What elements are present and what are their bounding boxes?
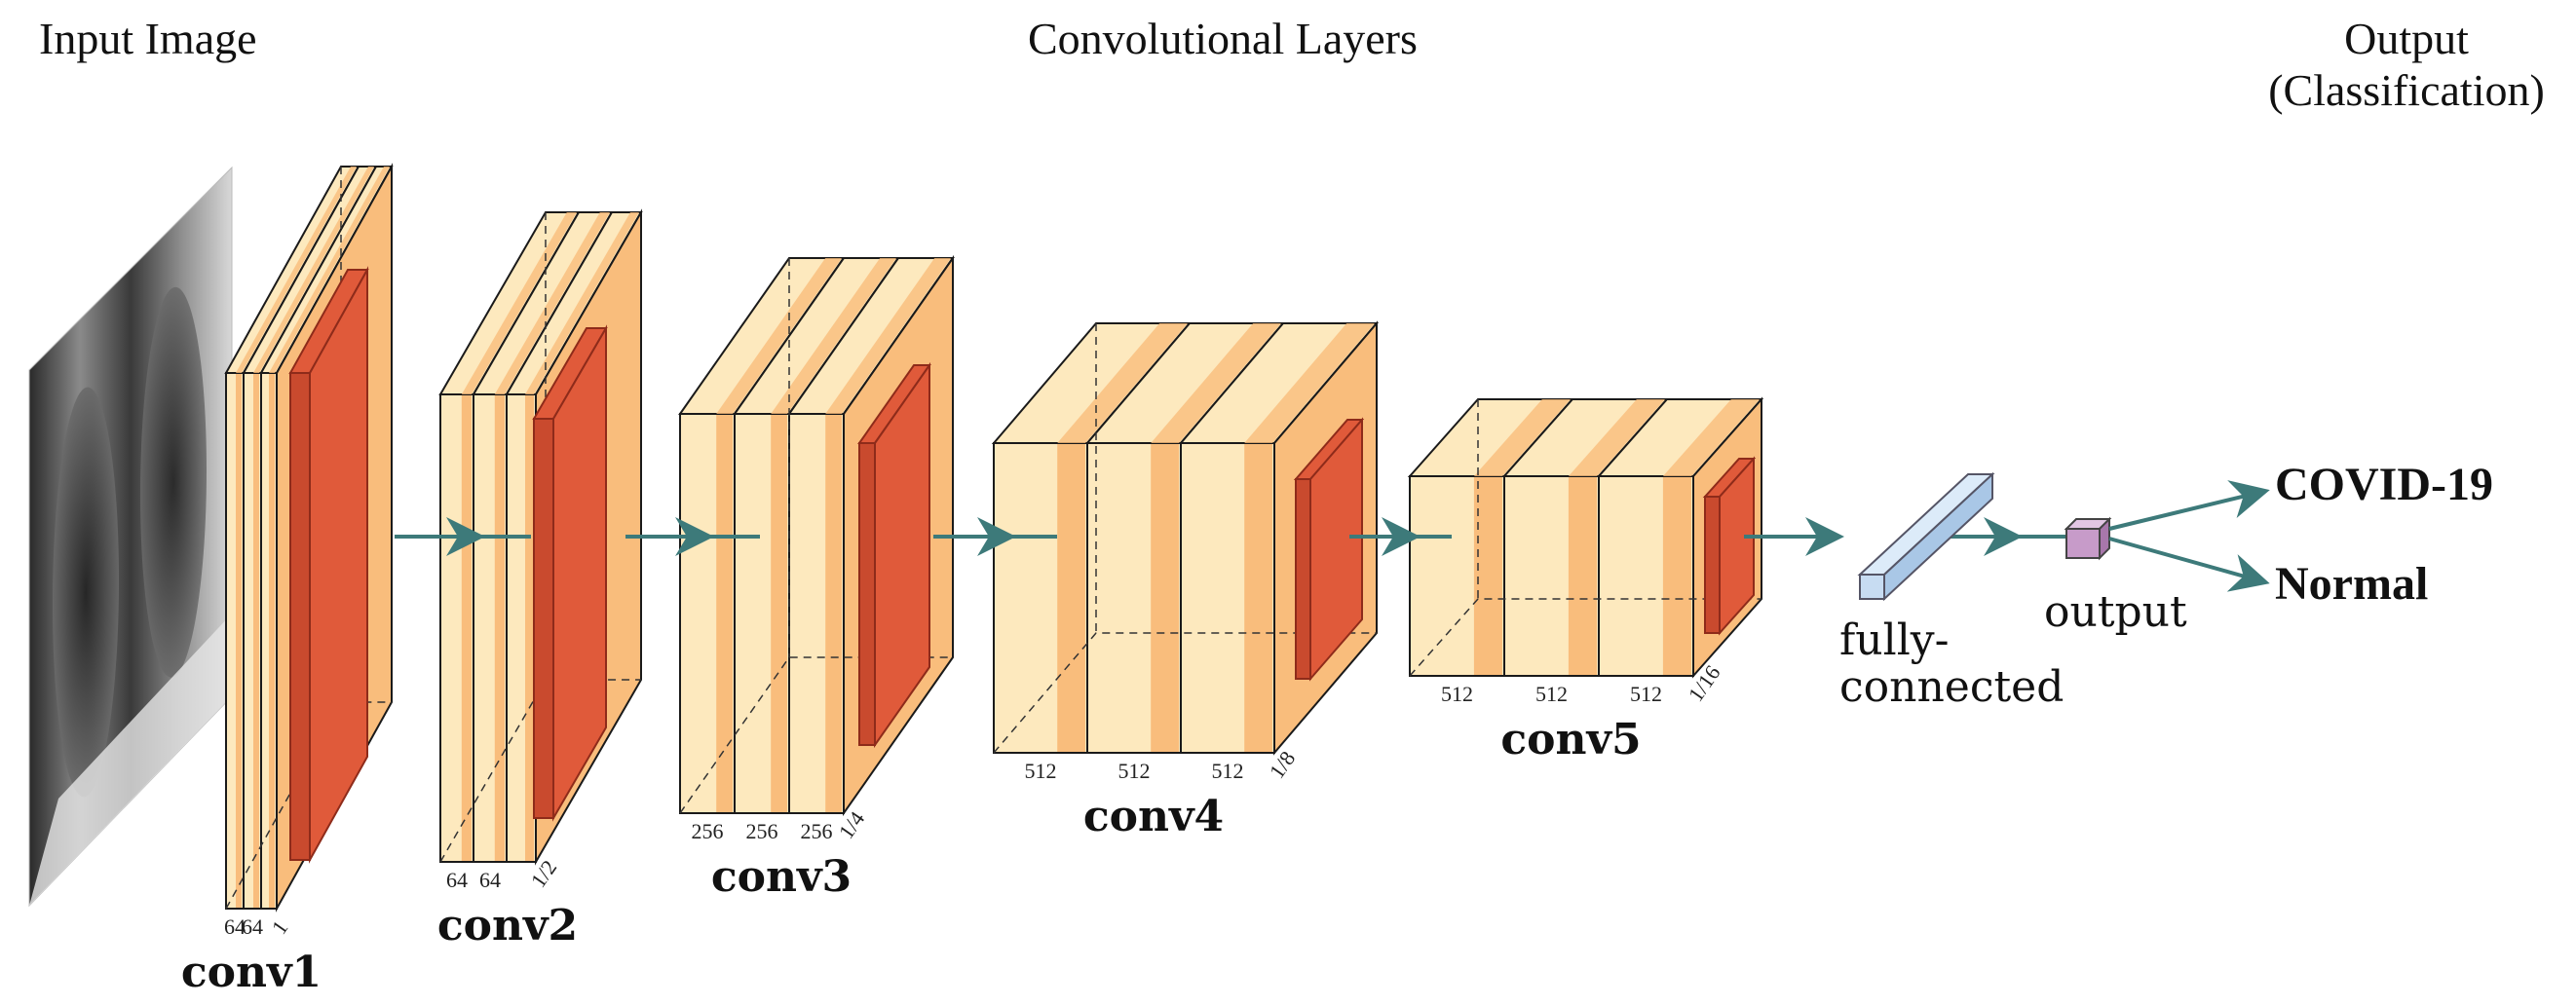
output-heading-line1: Output xyxy=(2344,14,2469,63)
fc-label-line2: connected xyxy=(1839,662,2064,712)
conv4-dim-label: 512 xyxy=(1118,759,1151,783)
conv5-dim-label: 512 xyxy=(1535,682,1568,706)
conv3-dim-label: 256 xyxy=(746,819,778,843)
conv2-slab xyxy=(438,211,581,863)
conv4-dim-label: 512 xyxy=(1025,759,1057,783)
conv-layers-heading: Convolutional Layers xyxy=(1028,14,1418,63)
conv1-scale-label: 1 xyxy=(267,916,293,939)
output-heading-line2: (Classification) xyxy=(2268,64,2545,115)
conv2-dim-label: 64 xyxy=(479,868,501,892)
conv4-dim-label: 512 xyxy=(1212,759,1244,783)
conv3-slab xyxy=(678,257,846,814)
conv4-pooling-slab xyxy=(1293,417,1365,682)
conv5-pooling-slab xyxy=(1702,456,1757,636)
class-label-normal: Normal xyxy=(2275,558,2429,610)
output-node-cube xyxy=(2064,516,2112,561)
conv1-label: conv1 xyxy=(181,948,322,997)
conv4-label: conv4 xyxy=(1083,792,1224,841)
fc-label-line1: fully- xyxy=(1839,615,1950,665)
fully-connected-layer xyxy=(1857,471,1995,602)
conv3-slab xyxy=(733,257,900,814)
conv3-label: conv3 xyxy=(711,852,852,902)
conv1-dim-label: 64 xyxy=(224,914,246,939)
conv3-dim-label: 256 xyxy=(692,819,724,843)
output-heading: Output (Classification) xyxy=(2241,14,2572,117)
conv2-pooling-slab xyxy=(532,324,608,822)
input-xray-image xyxy=(28,166,233,908)
conv2-dim-label: 64 xyxy=(446,868,468,892)
input-image-heading: Input Image xyxy=(39,14,257,63)
arrow-to-normal xyxy=(2108,537,2270,592)
class-label-covid: COVID-19 xyxy=(2275,459,2493,510)
conv1-slab xyxy=(224,166,360,910)
conv5-slab xyxy=(1596,398,1764,677)
conv4-slab xyxy=(1084,322,1286,754)
output-node-label: output xyxy=(2044,587,2187,637)
conv5-slab xyxy=(1407,398,1575,677)
conv3-slab xyxy=(787,257,955,814)
conv3-pooling-slab xyxy=(857,361,931,749)
conv5-dim-label: 512 xyxy=(1630,682,1662,706)
conv5-slab xyxy=(1501,398,1670,677)
conv4-slab xyxy=(1178,322,1380,754)
conv1-dim-label: 64 xyxy=(242,914,263,939)
conv1-pooling-slab xyxy=(288,266,369,864)
arrow-to-covid xyxy=(2108,480,2270,531)
conv2-label: conv2 xyxy=(437,901,578,950)
conv5-label: conv5 xyxy=(1500,715,1641,764)
conv3-dim-label: 256 xyxy=(801,819,833,843)
conv2-slab xyxy=(505,211,643,863)
conv5-dim-label: 512 xyxy=(1441,682,1473,706)
